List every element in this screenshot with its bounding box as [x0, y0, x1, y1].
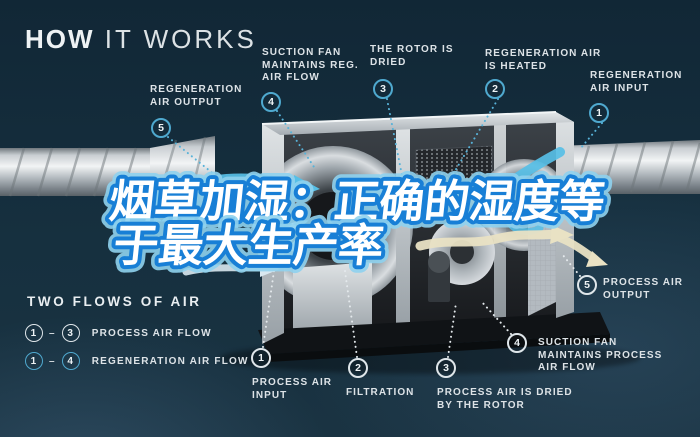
badge-process-1: 1: [251, 348, 271, 368]
dehumidifier-cabinet: [220, 111, 640, 374]
divider-panel: [396, 125, 410, 327]
regeneration-airflow-arrows: [122, 147, 565, 236]
badge-regen-3: 3: [373, 79, 393, 99]
badge-process-4: 4: [507, 333, 527, 353]
leader-process-2: [344, 270, 358, 358]
label-suction-fan-reg: SUCTION FAN MAINTAINS REG. AIR FLOW: [262, 47, 359, 83]
leader-regen-5: [167, 136, 227, 185]
legend-heading: TWO FLOWS OF AIR: [27, 294, 202, 309]
cabinet-right-wall: [556, 112, 574, 318]
leader-process-3: [447, 302, 457, 358]
cabinet-base: [258, 312, 610, 354]
leader-lines: [167, 98, 603, 358]
process-airflow-arrows: [182, 225, 608, 277]
badge-regen-4: 4: [261, 92, 281, 112]
legend-dash: –: [49, 355, 56, 367]
label-regen-air-heated: REGENERATION AIR IS HEATED: [485, 48, 602, 72]
cabinet-left-wall: [262, 124, 284, 344]
fan-hub-icon: [282, 222, 312, 252]
badge-regen-1: 1: [589, 103, 609, 123]
legend-process-to-badge: 3: [61, 324, 80, 342]
leader-regen-1: [579, 122, 603, 150]
legend-row-regeneration: 1 – 4 REGENERATION AIR FLOW: [25, 352, 249, 370]
legend-process-from-badge: 1: [25, 324, 43, 342]
label-filtration: FILTRATION: [346, 387, 415, 398]
page-title: HOW IT WORKS: [25, 24, 257, 55]
badge-regen-2: 2: [485, 79, 505, 99]
leader-regen-2: [451, 98, 499, 177]
legend-regen-label: REGENERATION AIR FLOW: [91, 355, 249, 367]
leader-regen-4: [276, 110, 317, 171]
label-suction-fan-process: SUCTION FAN MAINTAINS PROCESS AIR FLOW: [538, 337, 663, 373]
title-bold: HOW: [25, 24, 95, 54]
badge-process-5: 5: [577, 275, 597, 295]
badge-process-3: 3: [436, 358, 456, 378]
leader-process-5: [561, 253, 581, 277]
legend-row-process: 1 – 3 PROCESS AIR FLOW: [25, 324, 212, 342]
label-regeneration-air-output: REGENERATION AIR OUTPUT: [150, 84, 243, 108]
legend-regen-to-badge: 4: [61, 352, 80, 370]
label-process-air-input: PROCESS AIR INPUT: [252, 377, 333, 401]
cabinet-top-panel: [262, 112, 574, 135]
legend-process-label: PROCESS AIR FLOW: [91, 327, 212, 339]
title-light: IT WORKS: [94, 24, 257, 54]
badge-process-2: 2: [348, 358, 368, 378]
inlet-filter-box: [293, 262, 372, 338]
label-rotor-is-dried: THE ROTOR IS DRIED: [370, 44, 454, 68]
label-process-air-dried: PROCESS AIR IS DRIED BY THE ROTOR: [437, 387, 573, 411]
legend-regen-from-badge: 1: [25, 352, 43, 370]
label-process-air-output: PROCESS AIR OUTPUT: [603, 277, 684, 301]
leader-regen-3: [386, 98, 408, 202]
legend-dash: –: [49, 327, 56, 339]
regeneration-output-duct: [0, 136, 215, 208]
label-regen-air-input: REGENERATION AIR INPUT: [590, 70, 683, 94]
badge-regen-5: 5: [151, 118, 171, 138]
